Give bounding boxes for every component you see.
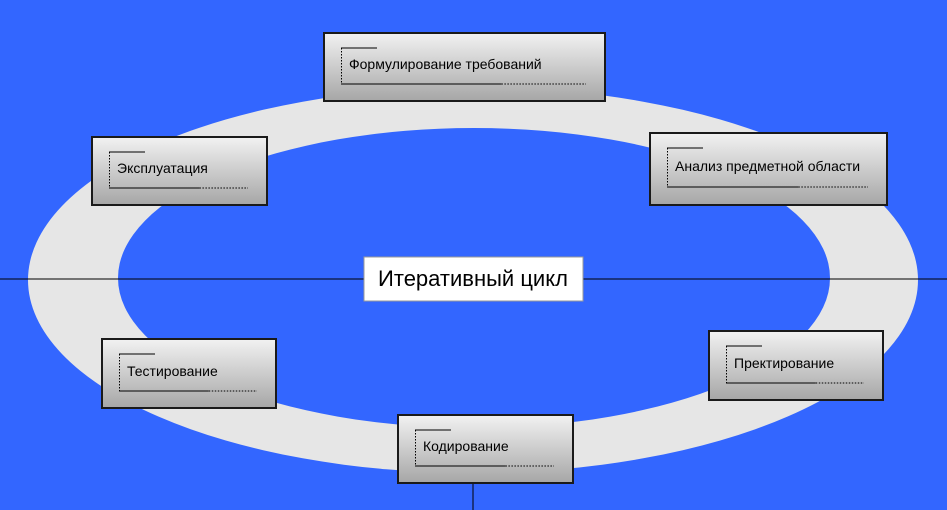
center-label-box: Итеративный цикл bbox=[363, 256, 584, 302]
stage-box-requirements: Формулирование требований bbox=[323, 32, 606, 102]
stage-label: Формулирование требований bbox=[349, 56, 542, 72]
center-label: Итеративный цикл bbox=[378, 266, 568, 291]
stage-label: Тестирование bbox=[127, 363, 218, 379]
stage-box-testing: Тестирование bbox=[101, 338, 277, 409]
stage-label: Кодирование bbox=[423, 438, 509, 454]
stage-box-analysis: Анализ предметной области bbox=[649, 132, 888, 206]
stage-label: Анализ предметной области bbox=[675, 158, 860, 174]
stage-box-coding: Кодирование bbox=[397, 414, 574, 484]
stage-box-operation: Эксплуатация bbox=[91, 136, 268, 206]
stage-label: Эксплуатация bbox=[117, 160, 208, 176]
stage-box-design: Пректирование bbox=[708, 330, 884, 401]
stage-label: Пректирование bbox=[734, 355, 834, 371]
